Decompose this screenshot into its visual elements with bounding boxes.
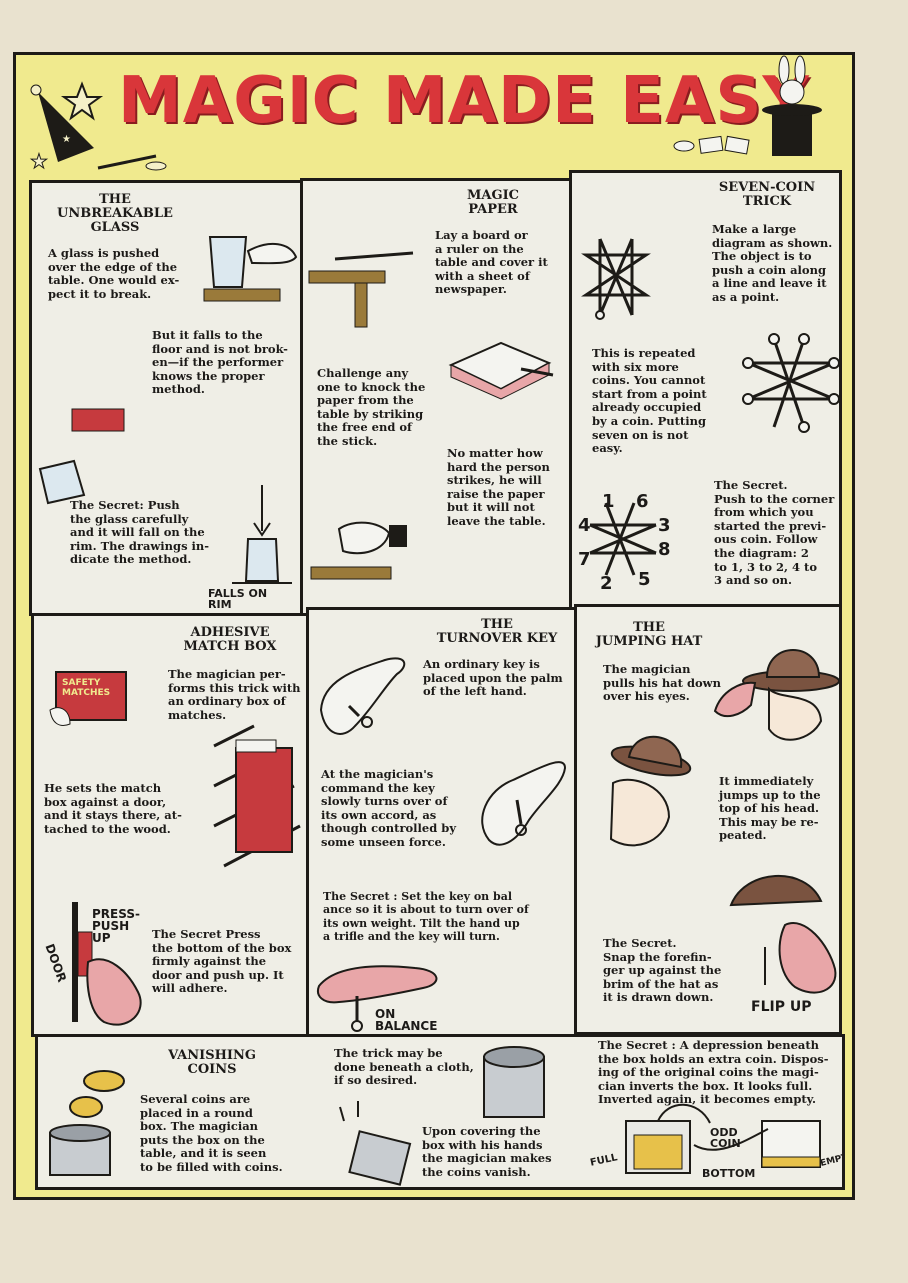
cards-and-coins-icon (673, 135, 750, 155)
panel-turnover-key: THE TURNOVER KEY An ordinary key is plac… (306, 607, 577, 1037)
panel-text: The Secret: Push the glass carefully and… (70, 498, 210, 567)
numbered-diagram-icon (589, 502, 657, 576)
panel-adhesive-match-box: ADHESIVE MATCH BOX The magician per- for… (31, 613, 309, 1037)
hand-pressing-icon (72, 902, 142, 1026)
panel-text: But it falls to the floor and is not bro… (152, 328, 288, 397)
svg-text:★: ★ (62, 134, 71, 145)
diagram-number: 1 (602, 491, 615, 512)
panel-title: SEVEN-COIN TRICK (718, 180, 816, 209)
press-push-up-label: PRESS- PUSH UP (92, 907, 140, 945)
panel-text: The magician pulls his hat down over his… (603, 662, 721, 704)
star-diagram-icon (581, 238, 651, 320)
panel-text: Upon covering the box with his hands the… (422, 1124, 552, 1179)
svg-text:★: ★ (30, 149, 48, 173)
panel-title: ADHESIVE MATCH BOX (183, 625, 277, 654)
panel-vanishing-coins: VANISHING COINS Several coins are placed… (35, 1034, 845, 1190)
door-label: DOOR (42, 941, 70, 985)
panel-text: At the magician's command the key slowly… (321, 767, 457, 849)
finger-flipping-hat-icon (729, 875, 837, 994)
panel-text: This is repeated with six more coins. Yo… (592, 346, 707, 456)
diagram-number: 6 (636, 491, 649, 512)
on-balance-label: ON BALANCE (375, 1007, 438, 1033)
panel-text: The Secret : A depression beneath the bo… (598, 1038, 829, 1107)
fist-striking-icon (310, 521, 407, 580)
panel-text: He sets the match box against a door, an… (44, 781, 182, 836)
glass-on-rim-icon (232, 485, 292, 584)
panel-text: Lay a board or a ruler on the table and … (435, 228, 548, 297)
panel-text: Make a large diagram as shown. The objec… (712, 222, 833, 304)
paper-and-stick-icon (448, 341, 554, 400)
matchbox-label: SAFETY MATCHES (62, 678, 111, 698)
panel-text: The magician per- forms this trick with … (168, 667, 301, 722)
tilted-hand-with-key-icon (481, 761, 567, 846)
panel-magic-paper: MAGIC PAPER Lay a board or a ruler on th… (300, 178, 572, 616)
tilted-box-icon (339, 1101, 412, 1186)
panel-title: THE UNBREAKABLE GLASS (57, 192, 173, 235)
star-icon (60, 81, 104, 121)
panel-title: VANISHING COINS (168, 1048, 256, 1077)
hand-key-balance-icon (317, 965, 438, 1032)
man-with-hat-raised-icon (609, 735, 692, 847)
panel-text: The Secret. Snap the forefin- ger up aga… (603, 936, 722, 1005)
panel-text: Challenge any one to knock the paper fro… (317, 366, 426, 448)
matchbox-thumbnail-icon (71, 408, 125, 432)
rabbit-in-hat-icon (762, 55, 822, 156)
panel-title: MAGIC PAPER (466, 188, 519, 217)
round-box-icon (483, 1046, 545, 1118)
diagram-number: 3 (658, 515, 671, 536)
panel-unbreakable-glass: THE UNBREAKABLE GLASS A glass is pushed … (29, 180, 303, 616)
panel-text: An ordinary key is placed upon the palm … (423, 657, 563, 699)
panel-text: The Secret : Set the key on bal ance so … (323, 890, 529, 944)
panel-text: Several coins are placed in a round box.… (140, 1092, 283, 1174)
flip-up-label: FLIP UP (751, 999, 812, 1015)
falls-on-rim-label: FALLS ON RIM (208, 587, 268, 611)
panel-text: A glass is pushed over the edge of the t… (48, 246, 180, 301)
diagram-number: 2 (600, 573, 613, 594)
table-edge-icon (308, 251, 414, 328)
panel-text: The Secret Press the bottom of the box f… (152, 927, 292, 996)
panel-text: No matter how hard the person strikes, h… (447, 446, 550, 528)
svg-text:☾: ☾ (68, 117, 75, 126)
diagram-number: 8 (658, 539, 671, 560)
falling-glass-icon (38, 459, 86, 505)
panel-jumping-hat: THE JUMPING HAT The magician pulls his h… (574, 604, 842, 1035)
glass-on-table-icon (203, 236, 298, 302)
box-cross-section-diagram-icon (625, 1103, 821, 1174)
wizard-hat-icon: ★ ☾ ★ (30, 84, 94, 174)
wand-icon (97, 154, 167, 171)
panel-title: THE JUMPING HAT (595, 620, 703, 649)
bottom-label: BOTTOM (702, 1167, 756, 1180)
panel-title: THE TURNOVER KEY (436, 617, 558, 646)
panel-text: The trick may be done beneath a cloth, i… (334, 1046, 474, 1088)
diagram-number: 4 (578, 515, 591, 536)
man-with-hat-pulled-down-icon (713, 649, 839, 741)
panel-seven-coin-trick: SEVEN-COIN TRICK Make a large diagram as… (569, 170, 842, 616)
coin-box-full-icon (49, 1070, 125, 1176)
matchbox-on-door-icon (213, 724, 301, 868)
matchbox-icon (49, 671, 127, 726)
panel-text: The Secret. Push to the corner from whic… (714, 478, 835, 588)
odd-coin-label: ODD COIN (710, 1126, 741, 1150)
panel-text: It immediately jumps up to the top of hi… (719, 774, 821, 843)
open-palm-with-key-icon (319, 657, 406, 735)
diagram-number: 5 (638, 569, 651, 590)
star-diagram-with-coins-icon (742, 333, 839, 433)
page-title: MAGIC MADE EASY (118, 64, 810, 138)
diagram-number: 7 (578, 549, 591, 570)
